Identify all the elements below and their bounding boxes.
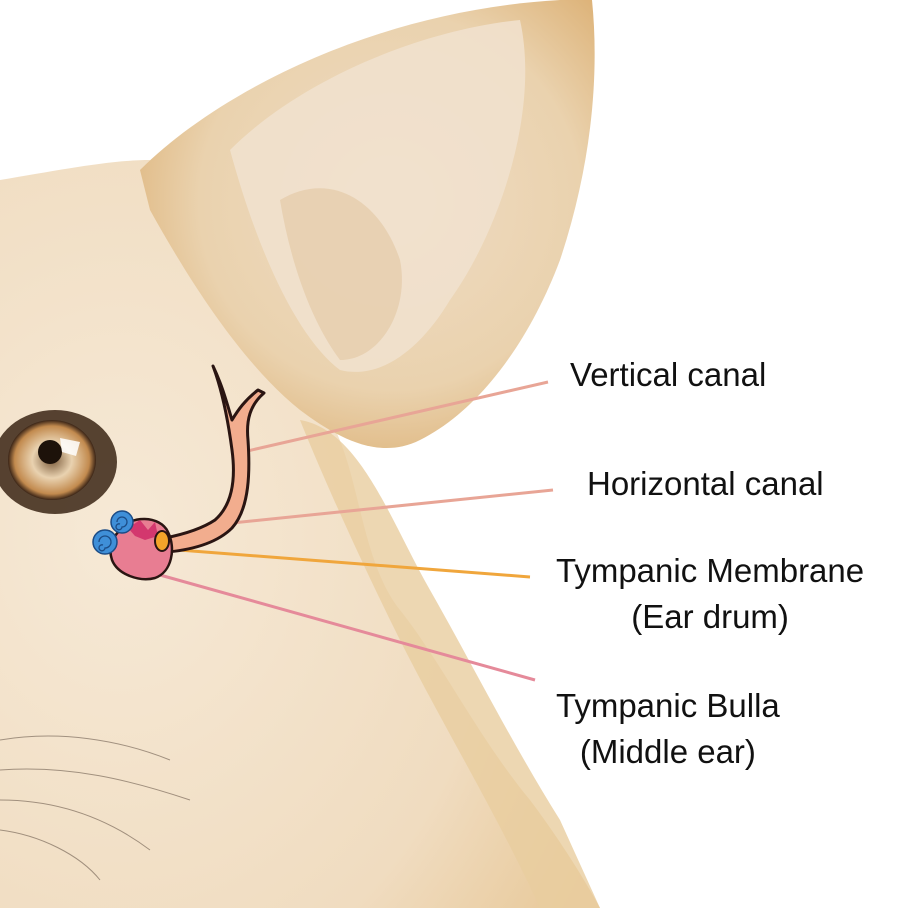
label-line: Tympanic Membrane <box>556 552 865 589</box>
leader-line-vertical-canal <box>242 380 549 454</box>
label-line: (Ear drum) <box>631 598 789 635</box>
leader-line-tympanic-bulla <box>159 573 536 682</box>
label-vertical-canal: Vertical canal <box>570 352 766 398</box>
inner-ear-shadow <box>280 188 402 360</box>
label-line: Horizontal canal <box>587 465 824 502</box>
ossicles-shape <box>128 520 158 540</box>
neck-shading <box>300 420 600 908</box>
ear-canal <box>163 364 266 554</box>
dog-eye <box>0 410 117 514</box>
label-horizontal-canal: Horizontal canal <box>587 461 824 507</box>
tympanic-membrane-shape <box>154 530 170 552</box>
whiskers <box>0 735 191 881</box>
cochlea-shape <box>92 510 134 555</box>
label-line: (Middle ear) <box>579 733 756 770</box>
label-tympanic-bulla: Tympanic Bulla (Middle ear) <box>556 683 780 775</box>
leader-line-tympanic-membrane <box>165 547 531 579</box>
label-line: Tympanic Bulla <box>556 687 780 724</box>
leader-line-horizontal-canal <box>231 488 554 525</box>
label-line: Vertical canal <box>570 356 767 393</box>
label-tympanic-membrane: Tympanic Membrane (Ear drum) <box>556 548 864 640</box>
